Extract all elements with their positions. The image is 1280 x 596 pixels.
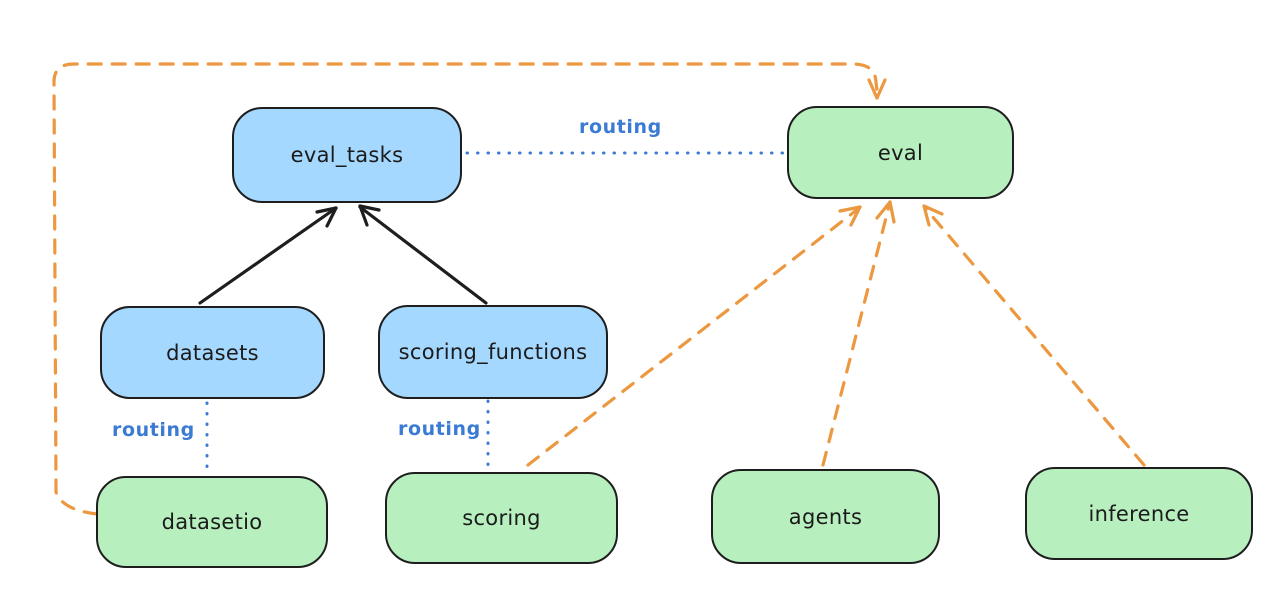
edge-inference-to-eval (922, 204, 1146, 467)
node-eval-tasks: eval_tasks (232, 107, 462, 203)
edge-datasets-to-eval_tasks (198, 206, 338, 305)
node-inference: inference (1025, 467, 1253, 560)
node-eval: eval (787, 106, 1014, 199)
node-datasets-label: datasets (166, 340, 259, 365)
edge-scoring-to-eval (526, 205, 862, 467)
node-scoring-label: scoring (462, 506, 541, 530)
edge-datasetio-to-eval (52, 62, 887, 516)
edge-agents-to-eval (821, 200, 896, 467)
edge-label-routing-scoring_functions-scoring: routing (398, 418, 481, 440)
edge-label-routing-eval_tasks-eval: routing (579, 116, 662, 138)
edge-scoring_functions-to-eval_tasks (358, 204, 488, 305)
node-agents-label: agents (788, 504, 863, 529)
node-scoring: scoring (385, 472, 618, 564)
node-datasetio-label: datasetio (161, 510, 263, 534)
node-scoring-functions-label: scoring_functions (398, 340, 588, 364)
node-datasets: datasets (100, 306, 325, 399)
node-scoring-functions: scoring_functions (378, 305, 608, 399)
edge-label-routing-datasets-datasetio: routing (112, 419, 195, 441)
node-eval-tasks-label: eval_tasks (290, 143, 404, 167)
node-eval-label: eval (877, 140, 924, 165)
node-inference-label: inference (1088, 501, 1190, 526)
node-datasetio: datasetio (96, 476, 328, 568)
node-agents: agents (711, 469, 940, 564)
